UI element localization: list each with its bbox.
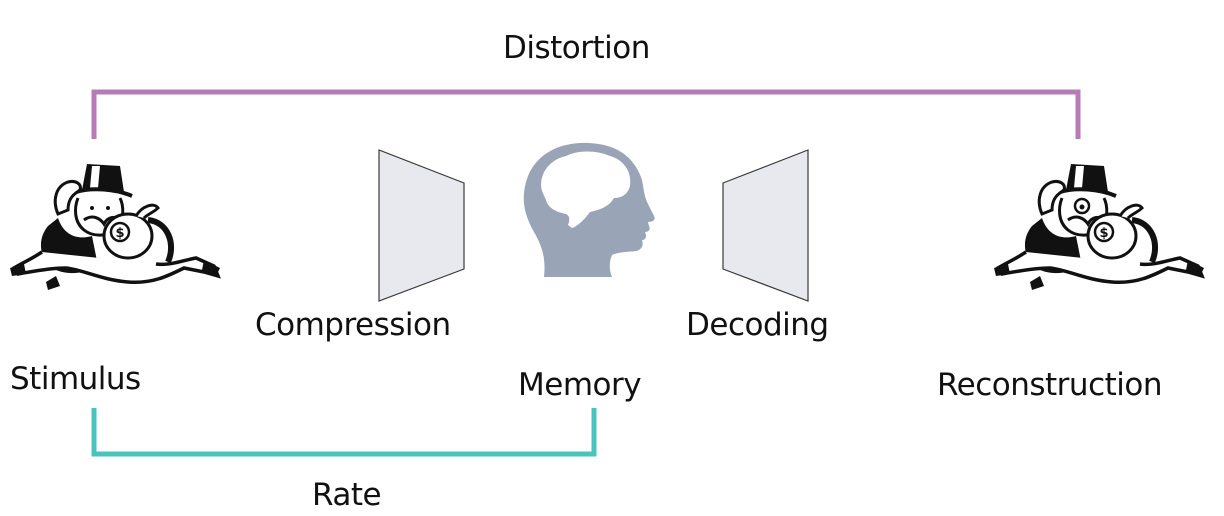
decoder-icon [722,149,809,302]
compression-label: Compression [255,307,451,343]
rate-label: Rate [312,477,382,513]
decoding-label: Decoding [686,307,829,343]
memory-label: Memory [518,367,642,403]
stimulus-label: Stimulus [10,361,141,397]
distortion-bracket [91,89,1081,139]
memory-head-icon [523,142,655,277]
encoder-icon [378,149,465,302]
reconstruction-label: Reconstruction [937,367,1163,403]
svg-text:$: $ [115,226,124,241]
stimulus-figure-icon: $ [10,164,221,290]
rate-bracket [91,408,597,457]
svg-text:$: $ [1099,226,1108,241]
reconstruction-figure-icon: $ [994,164,1205,290]
distortion-label: Distortion [503,30,650,66]
